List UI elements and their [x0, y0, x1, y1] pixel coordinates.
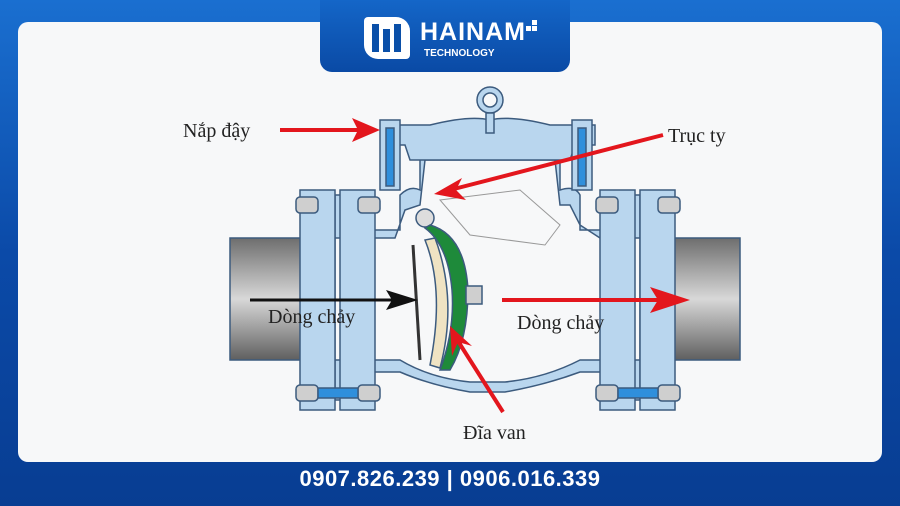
label-flow-out: Dòng chảy: [517, 312, 604, 334]
label-cover: Nắp đậy: [183, 120, 250, 142]
cover-bolt-left: [385, 127, 395, 187]
brand-logo: HAINAM TECHNOLOGY: [320, 0, 570, 72]
label-disc: Đĩa van: [463, 422, 526, 444]
footer-phones: 0907.826.239 | 0906.016.339: [299, 466, 601, 491]
label-shaft: Trục ty: [668, 125, 726, 147]
brand-name: HAINAM: [420, 18, 526, 46]
shaft-arrow: [449, 133, 664, 192]
brand-tagline: TECHNOLOGY: [424, 48, 495, 59]
logo-mark-icon: [364, 17, 410, 59]
valve-body: [334, 149, 641, 239]
hinge-shaft: [415, 208, 435, 228]
label-flow-in: Dòng chảy: [268, 306, 355, 328]
disc-arrow: [454, 336, 505, 414]
arrows: [280, 118, 690, 414]
